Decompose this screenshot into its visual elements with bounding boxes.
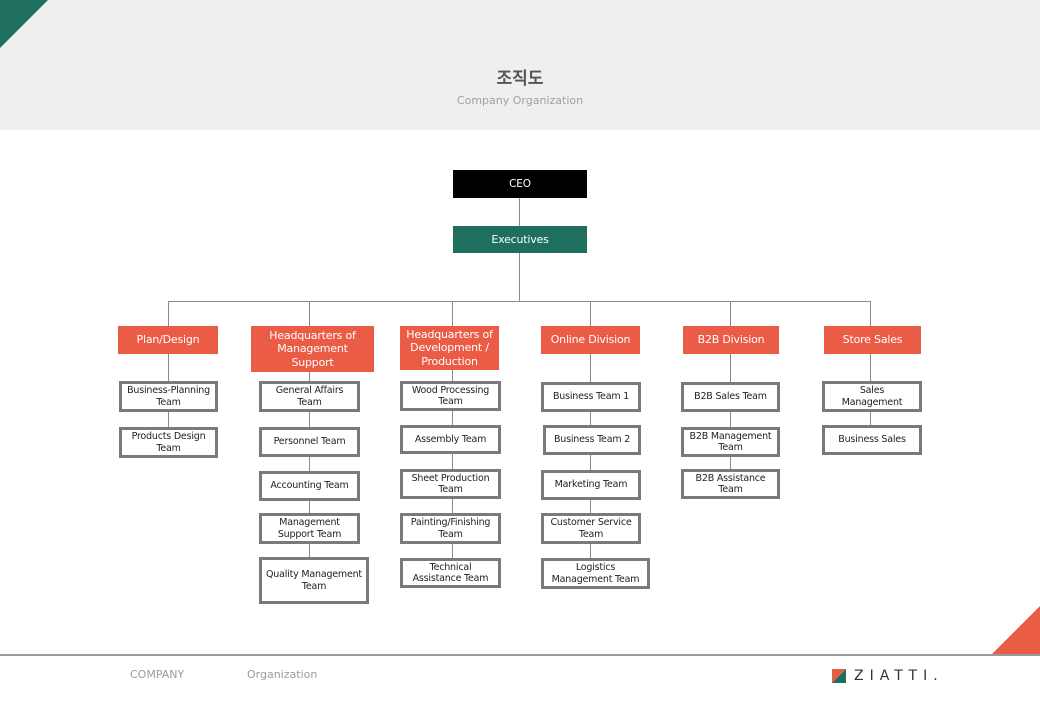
- team-business-2: Business Team 2: [543, 425, 641, 455]
- connector-exec-trunk: [519, 253, 520, 301]
- team-painting-finishing: Painting/Finishing Team: [400, 513, 501, 544]
- team-business-sales: Business Sales: [822, 425, 922, 455]
- connector-ceo-exec: [519, 198, 520, 226]
- team-customer-service: Customer Service Team: [541, 513, 641, 544]
- connector-col-5: [730, 354, 731, 472]
- footer-company: COMPANY: [130, 668, 185, 681]
- team-wood-processing: Wood Processing Team: [400, 381, 501, 411]
- ceo-box: CEO: [453, 170, 587, 198]
- connector-horizontal: [168, 301, 871, 302]
- team-marketing: Marketing Team: [541, 470, 641, 500]
- logo-mark-icon: [832, 669, 846, 683]
- page-subtitle: Company Organization: [456, 94, 584, 107]
- connector-dept-5: [730, 301, 731, 326]
- brand-logo: ZIATTI.: [832, 668, 944, 684]
- team-general-affairs: General Affairs Team: [259, 381, 360, 412]
- dept-b2b-division: B2B Division: [683, 326, 779, 354]
- header-band: [0, 0, 1040, 130]
- dept-plan-design: Plan/Design: [118, 326, 218, 354]
- footer-section: Organization: [247, 668, 318, 681]
- team-business-planning: Business-Planning Team: [119, 381, 218, 412]
- dept-development-production: Headquarters of Development / Production: [400, 326, 499, 370]
- connector-col-2: [309, 372, 310, 558]
- team-technical-assistance: Technical Assistance Team: [400, 558, 501, 588]
- connector-dept-4: [590, 301, 591, 326]
- dept-store-sales: Store Sales: [824, 326, 921, 354]
- connector-dept-1: [168, 301, 169, 326]
- connector-dept-6: [870, 301, 871, 326]
- team-b2b-sales: B2B Sales Team: [681, 382, 780, 412]
- team-b2b-management: B2B Management Team: [681, 427, 780, 457]
- connector-dept-2: [309, 301, 310, 326]
- team-management-support: Management Support Team: [259, 513, 360, 544]
- team-logistics-management: Logistics Management Team: [541, 558, 650, 589]
- team-assembly: Assembly Team: [400, 425, 501, 454]
- team-business-1: Business Team 1: [541, 382, 641, 412]
- connector-col-4: [590, 354, 591, 560]
- connector-dept-3: [452, 301, 453, 326]
- team-accounting: Accounting Team: [259, 471, 360, 501]
- logo-text: ZIATTI.: [854, 668, 944, 684]
- footer-divider: [0, 654, 1040, 656]
- corner-accent-bottom-right: [992, 606, 1040, 654]
- corner-accent-top-left: [0, 0, 48, 48]
- executives-box: Executives: [453, 226, 587, 253]
- page-title: 조직도: [496, 69, 544, 89]
- dept-management-support: Headquarters of Management Support: [251, 326, 374, 372]
- team-quality-management: Quality Management Team: [259, 557, 369, 604]
- connector-col-3: [452, 370, 453, 560]
- team-products-design: Products Design Team: [119, 427, 218, 458]
- dept-online-division: Online Division: [541, 326, 640, 354]
- team-personnel: Personnel Team: [259, 427, 360, 457]
- team-b2b-assistance: B2B Assistance Team: [681, 469, 780, 499]
- team-sheet-production: Sheet Production Team: [400, 469, 501, 499]
- team-sales-management: Sales Management: [822, 381, 922, 412]
